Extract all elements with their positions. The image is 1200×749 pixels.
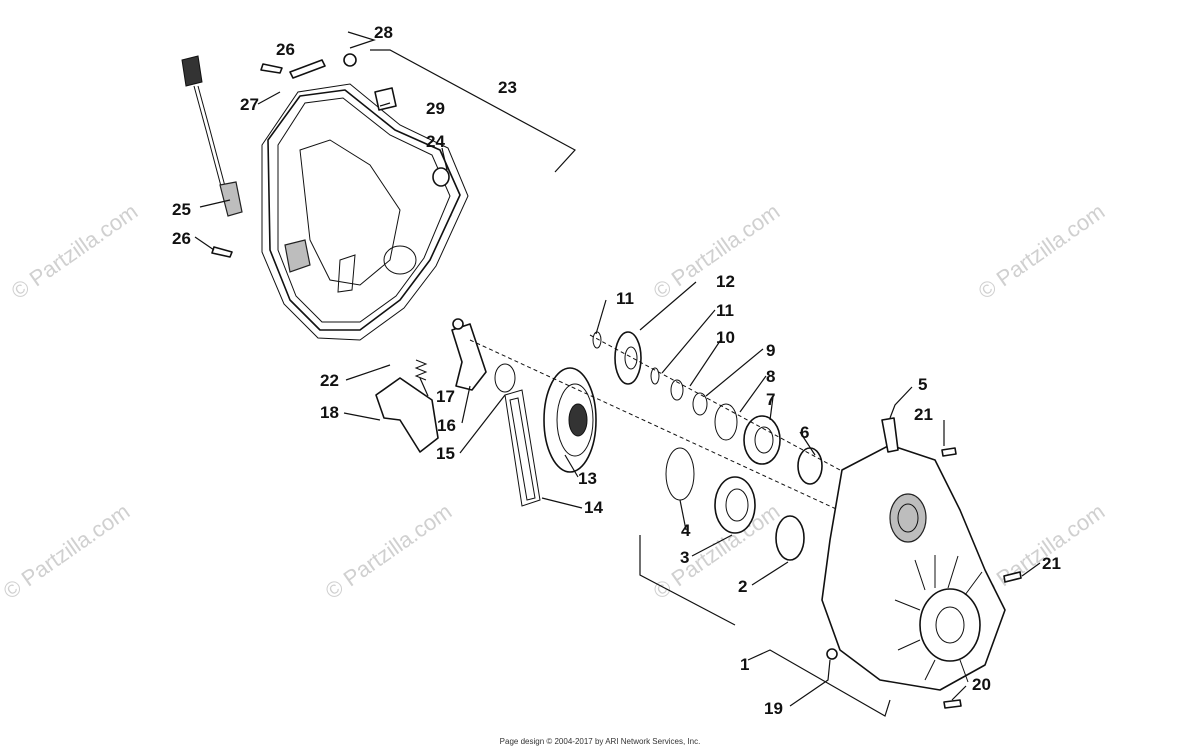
callout-7: 7: [766, 390, 775, 409]
callout-15: 15: [436, 444, 455, 463]
callout-2: 2: [738, 577, 747, 596]
watermark: © Partzilla.com: [0, 499, 134, 605]
callout-4: 4: [681, 521, 691, 540]
middle-parts-drawing: [375, 318, 861, 561]
callout-13: 13: [578, 469, 597, 488]
watermark: © Partzilla.com: [321, 499, 457, 605]
callout-26a: 26: [276, 40, 295, 59]
callout-11b: 11: [716, 301, 734, 320]
outer-cover-drawing: [181, 53, 469, 341]
watermark: © Partzilla.com: [7, 199, 143, 305]
callout-10: 10: [716, 328, 735, 347]
callout-16: 16: [437, 416, 456, 435]
callout-24: 24: [426, 132, 445, 151]
callout-28: 28: [374, 23, 393, 42]
callout-19: 19: [764, 699, 783, 718]
callout-21b: 21: [1042, 554, 1061, 573]
callout-14: 14: [584, 498, 603, 517]
leader-lines: [194, 31, 1041, 717]
callout-22: 22: [320, 371, 339, 390]
callout-9: 9: [766, 341, 775, 360]
callout-25: 25: [172, 200, 191, 219]
callout-5: 5: [918, 375, 927, 394]
callout-6: 6: [800, 423, 809, 442]
callout-27: 27: [240, 95, 259, 114]
callout-29: 29: [426, 99, 445, 118]
callout-11a: 11: [616, 289, 634, 308]
callout-labels: 1 2 3 4 5 6 7 8 9 10 11 11 12 13 14 15 1…: [172, 23, 1061, 718]
callout-17: 17: [436, 387, 455, 406]
callout-20: 20: [972, 675, 991, 694]
callout-1: 1: [740, 655, 749, 674]
callout-23: 23: [498, 78, 517, 97]
callout-3: 3: [680, 548, 689, 567]
page-footer: Page design © 2004-2017 by ARI Network S…: [499, 737, 701, 746]
chaincase-drawing: [821, 417, 1022, 709]
callout-8: 8: [766, 367, 775, 386]
watermark: © Partzilla.com: [974, 199, 1110, 305]
callout-18: 18: [320, 403, 339, 422]
callout-12: 12: [716, 272, 735, 291]
callout-21a: 21: [914, 405, 933, 424]
callout-26b: 26: [172, 229, 191, 248]
